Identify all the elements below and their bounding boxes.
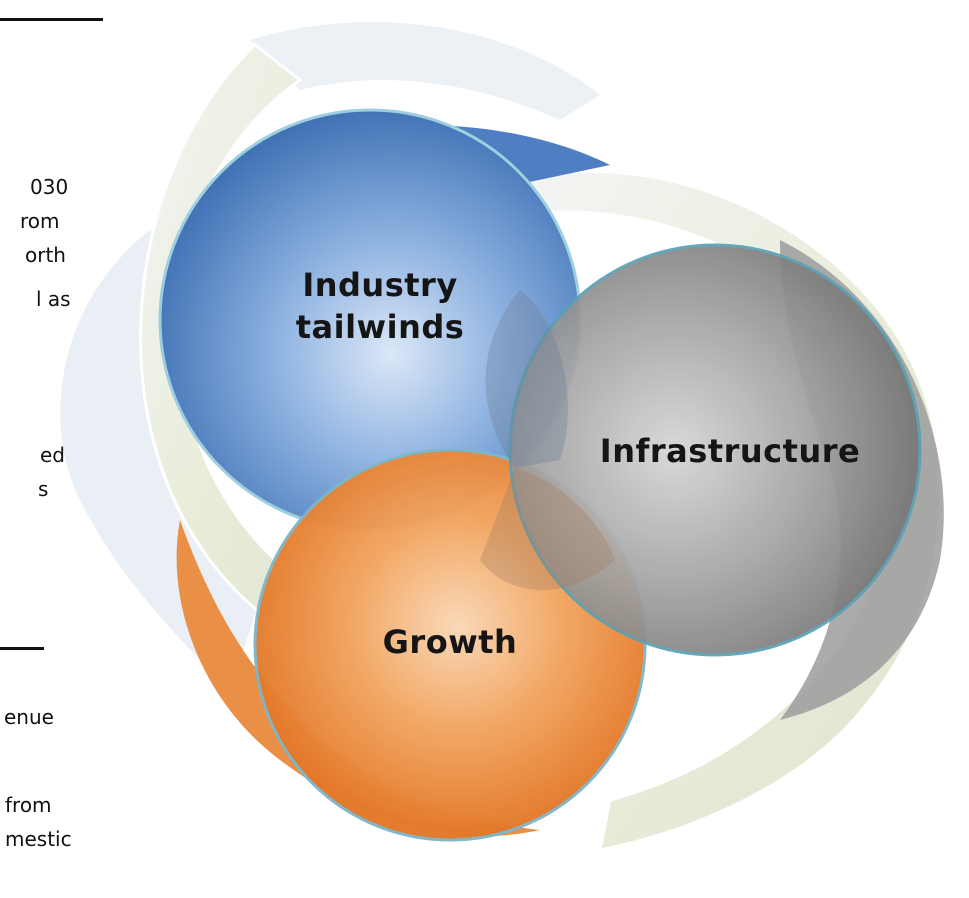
growth-label: Growth bbox=[382, 623, 518, 661]
infrastructure-label: Infrastructure bbox=[599, 432, 861, 470]
text-fragment: rom bbox=[20, 209, 60, 233]
industry-label-line1: Industry bbox=[302, 266, 458, 304]
text-fragment: mestic bbox=[5, 827, 72, 851]
infrastructure-circle bbox=[508, 243, 922, 657]
industry-label-line2: tailwinds bbox=[295, 308, 465, 346]
text-fragment: enue bbox=[4, 705, 54, 729]
text-fragment: orth bbox=[25, 243, 66, 267]
text-fragment: l as bbox=[36, 287, 71, 311]
text-fragment: s bbox=[38, 477, 49, 501]
background-swirl bbox=[250, 21, 600, 121]
overlap-region bbox=[485, 290, 568, 468]
industry-tailwinds-label: Industry tailwinds bbox=[270, 264, 490, 348]
top-divider bbox=[0, 18, 103, 21]
text-fragment: ed bbox=[40, 443, 65, 467]
middle-divider bbox=[0, 647, 44, 650]
text-fragment: 030 bbox=[30, 175, 69, 199]
text-fragment: from bbox=[5, 793, 52, 817]
overlap-region bbox=[480, 468, 615, 590]
